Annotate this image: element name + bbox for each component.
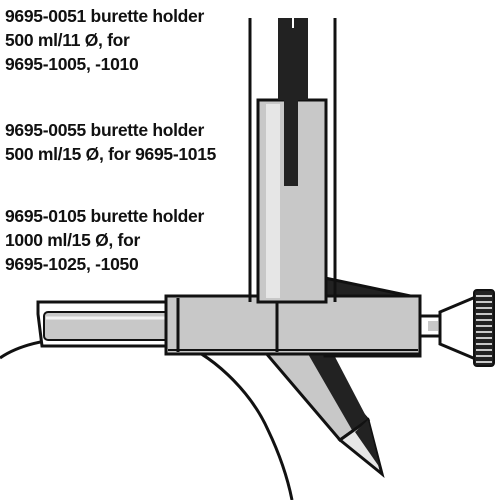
bottle-outline xyxy=(0,335,294,500)
caption-line: 9695-0105 burette holder xyxy=(5,206,204,226)
outer-tube xyxy=(248,18,337,302)
dispensing-tube xyxy=(262,332,385,479)
caption-line: 9695-0055 burette holder xyxy=(5,120,204,140)
caption-line: 9695-1025, -1050 xyxy=(5,254,139,274)
caption-line: 9695-1005, -1010 xyxy=(5,54,139,74)
caption-line: 500 ml/15 Ø, for 9695-1015 xyxy=(5,144,217,164)
bottle-cap xyxy=(36,300,177,348)
caption-line: 9695-0051 burette holder xyxy=(5,6,204,26)
clamp-body xyxy=(164,294,422,356)
burette-stem xyxy=(278,18,308,186)
caption-holder-9695-0105: 9695-0105 burette holder 1000 ml/15 Ø, f… xyxy=(5,204,204,276)
caption-holder-9695-0051: 9695-0051 burette holder 500 ml/11 Ø, fo… xyxy=(5,4,204,76)
thumb-screw xyxy=(418,289,495,367)
knurled-knob xyxy=(473,289,495,367)
caption-line: 500 ml/11 Ø, for xyxy=(5,30,130,50)
caption-holder-9695-0055: 9695-0055 burette holder 500 ml/15 Ø, fo… xyxy=(5,118,216,166)
caption-line: 1000 ml/15 Ø, for xyxy=(5,230,140,250)
